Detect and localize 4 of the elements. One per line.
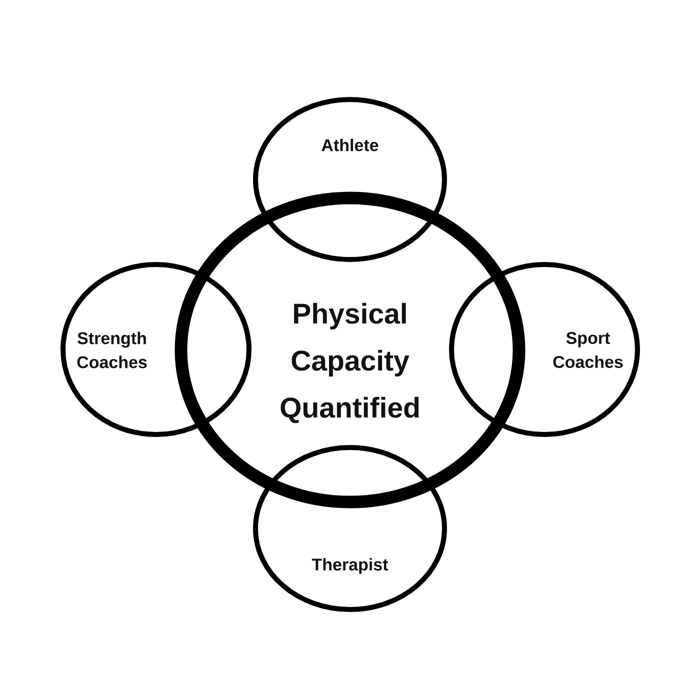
circle-node: Athlete xyxy=(253,97,447,262)
circle-node: Strength Coaches xyxy=(60,262,252,437)
circle-node: Sport Coaches xyxy=(449,262,640,437)
circle-node: Therapist xyxy=(253,445,447,612)
